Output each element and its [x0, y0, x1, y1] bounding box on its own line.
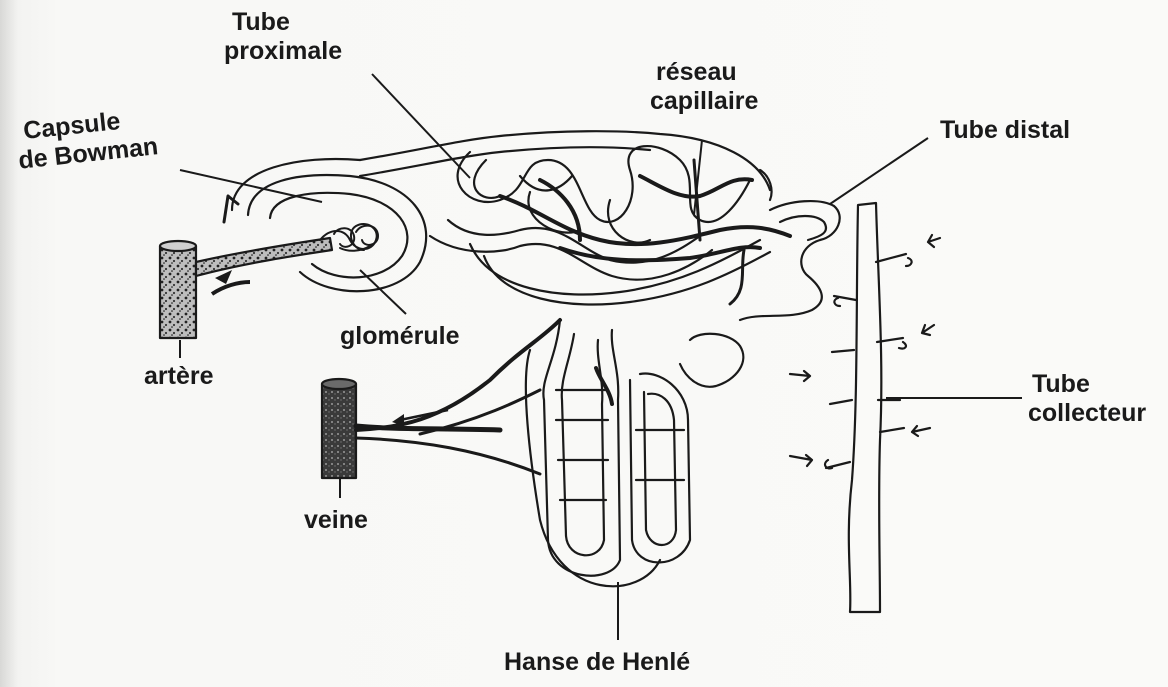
label-hanse-henle: Hanse de Henlé — [504, 648, 690, 677]
label-glomerule: glomérule — [340, 322, 459, 351]
label-reseau-capillaire: réseau capillaire — [650, 58, 758, 116]
leader-lines — [180, 74, 1022, 640]
distal-tubule — [740, 170, 840, 320]
collecting-duct — [790, 203, 940, 612]
loop-of-henle — [526, 320, 743, 586]
label-tube-collecteur: Tube collecteur — [1028, 370, 1146, 428]
label-artere: artère — [144, 362, 214, 391]
bowman-capsule — [224, 159, 426, 291]
label-tube-distal: Tube distal — [940, 116, 1070, 145]
label-veine: veine — [304, 506, 368, 535]
label-tube-proximale: Tube proximale — [224, 8, 342, 66]
artery — [160, 238, 332, 338]
